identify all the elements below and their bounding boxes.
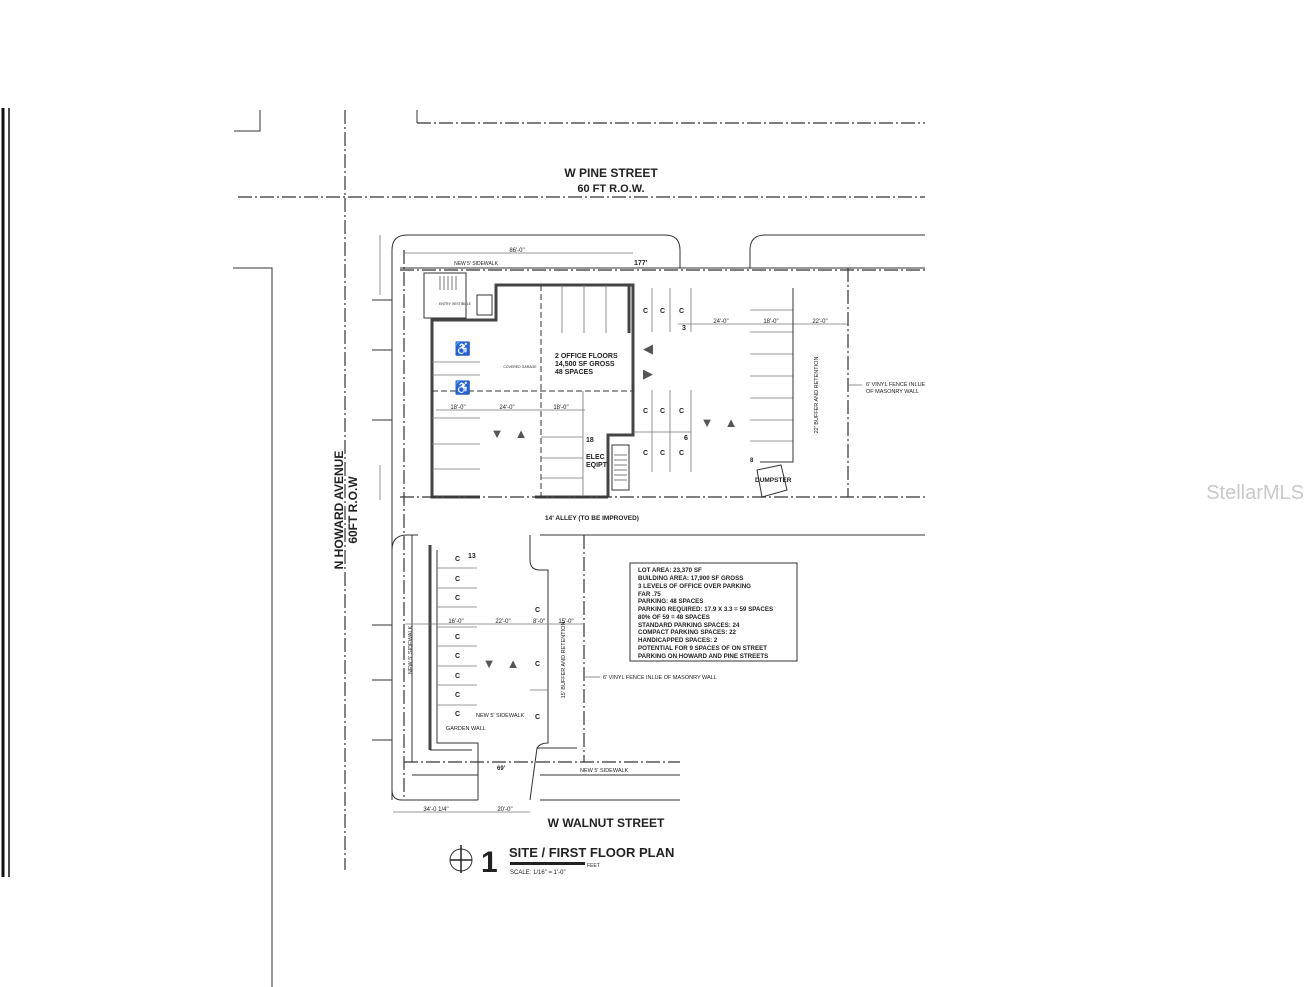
sidewalk-label-west: NEW 5' SIDEWALK: [408, 626, 414, 675]
count-18: 18: [586, 437, 594, 444]
elec-label-1: ELEC: [586, 454, 605, 461]
arrow-up-icon: ▲: [515, 426, 528, 441]
building-label-1: 2 OFFICE FLOORS: [555, 353, 618, 360]
buffer-label-south: 15' BUFFER AND RETENTION: [561, 622, 567, 699]
dim-l22: 22'-0": [495, 619, 510, 625]
handicap-icon: ♿: [455, 380, 471, 395]
compact-space: C: [455, 711, 460, 718]
site-data-line: LOT AREA: 23,370 SF: [638, 567, 702, 574]
street-row-west: 60FT R.O.W: [346, 476, 360, 544]
street-name-north: W PINE STREET: [564, 166, 658, 180]
buffer-label-east: 22' BUFFER AND RETENTION: [814, 357, 820, 434]
dim-86: 86'-0": [509, 248, 524, 254]
sidewalk-label-north: NEW 5' SIDEWALK: [454, 261, 498, 267]
sidewalk-label-south-inner: NEW 5' SIDEWALK: [476, 713, 525, 719]
compact-space: C: [455, 634, 460, 641]
elec-label-2: EQIPT: [586, 462, 608, 469]
count-3: 3: [682, 325, 686, 332]
compact-space: C: [679, 308, 684, 315]
sidewalk-label-south: NEW 5' SIDEWALK: [580, 768, 629, 774]
compact-space: C: [455, 576, 460, 583]
street-name-south: W WALNUT STREET: [548, 816, 665, 830]
compact-space: C: [455, 556, 460, 563]
fence-label-2: OF MASONRY WALL: [866, 389, 919, 395]
fence-label-1: 6' VINYL FENCE INLUE: [866, 382, 926, 388]
dim-b34: 34'-0 1/4": [423, 807, 448, 813]
count-6: 6: [684, 435, 688, 442]
building-label-2: 14,500 SF GROSS: [555, 361, 615, 368]
dim-r24: 24'-0": [713, 319, 728, 325]
arrow-right-icon: ▶: [643, 366, 653, 381]
arrow-up-icon: ▲: [507, 656, 520, 671]
building-label-3: 48 SPACES: [555, 369, 593, 376]
lobby-label: ENTRY VESTIBULE: [439, 302, 472, 306]
arrow-down-icon: ▼: [491, 426, 504, 441]
site-data-line: BUILDING AREA: 17,900 SF GROSS: [638, 575, 743, 582]
dim-177: 177': [634, 260, 648, 267]
compact-space: C: [679, 450, 684, 457]
drawing-number: 1: [481, 846, 498, 879]
south-parking: 13 C C C C C C C C C C C 16'-0" 22'-0" 8…: [405, 535, 717, 801]
dim-l8: 8'-0": [533, 619, 545, 625]
site-data-line: POTENTIAL FOR 9 SPACES OF ON STREET: [638, 645, 767, 652]
compact-space: C: [455, 653, 460, 660]
compact-space: C: [455, 595, 460, 602]
compact-space: C: [643, 308, 648, 315]
dim-b20: 20'-0": [497, 807, 512, 813]
compact-space: C: [535, 607, 540, 614]
dim-r18: 18'-0": [763, 319, 778, 325]
street-row-north: 60 FT R.O.W.: [577, 183, 644, 195]
site-data-line: COMPACT PARKING SPACES: 22: [638, 629, 737, 636]
arrow-left-icon: ◀: [643, 341, 653, 356]
scale-label: SCALE: 1/16" = 1'-0": [510, 870, 566, 876]
count-13: 13: [468, 553, 476, 560]
scale-unit: FEET: [587, 863, 600, 869]
arrow-down-icon: ▼: [483, 656, 496, 671]
dim-18b: 18'-0": [553, 405, 568, 411]
building-footprint: ENTRY VESTIBULE 18'-0" 24'-0" 18'-0" 2 O…: [423, 272, 635, 499]
site-data-line: PARKING REQUIRED: 17.9 X 3.3 = 59 SPACES: [638, 606, 773, 613]
arrow-down-icon: ▼: [701, 415, 714, 430]
site-data-line: PARKING ON HOWARD AND PINE STREETS: [638, 653, 768, 660]
compact-space: C: [535, 661, 540, 668]
compact-space: C: [679, 408, 684, 415]
dim-18a: 18'-0": [450, 405, 465, 411]
handicap-icon: ♿: [455, 341, 471, 356]
site-data-line: FAR .75: [638, 591, 661, 598]
compact-space: C: [535, 714, 540, 721]
site-data-line: HANDICAPPED SPACES: 2: [638, 637, 718, 644]
garden-wall-label: GARDEN WALL: [446, 726, 486, 732]
site-data-line: PARKING: 48 SPACES: [638, 598, 703, 605]
fence-label-south: 6' VINYL FENCE INLUE OF MASONRY WALL: [603, 675, 717, 681]
east-parking: C C C C C C C C C 3 6 8 24'-0" 18'-0" 22…: [627, 268, 926, 498]
covered-garage-label: COVERED GARAGE: [503, 365, 537, 369]
compact-space: C: [660, 450, 665, 457]
drawing-title: SITE / FIRST FLOOR PLAN: [509, 845, 674, 860]
dim-l16: 16'-0": [448, 619, 463, 625]
dim-24a: 24'-0": [499, 405, 514, 411]
compact-space: C: [455, 692, 460, 699]
arrow-up-icon: ▲: [725, 415, 738, 430]
site-data-line: 3 LEVELS OF OFFICE OVER PARKING: [638, 583, 751, 590]
dim-69: 69': [497, 766, 506, 772]
compact-space: C: [455, 673, 460, 680]
compact-space: C: [643, 408, 648, 415]
site-data-line: 80% OF 59 = 48 SPACES: [638, 614, 710, 621]
dim-r22: 22'-0": [812, 319, 827, 325]
site-data-box: LOT AREA: 23,370 SF BUILDING AREA: 17,90…: [629, 562, 798, 662]
compact-space: C: [660, 308, 665, 315]
watermark: StellarMLS: [1206, 482, 1304, 504]
compact-space: C: [643, 450, 648, 457]
site-data-line: STANDARD PARKING SPACES: 24: [638, 622, 740, 629]
street-name-west: N HOWARD AVENUE: [332, 451, 346, 570]
scale-bar: [510, 862, 585, 865]
dumpster-label: DUMPSTER: [755, 477, 792, 484]
dim-l15: 15'-0": [558, 619, 573, 625]
compact-space: C: [660, 408, 665, 415]
title-block: 1 SITE / FIRST FLOOR PLAN FEET SCALE: 1/…: [449, 845, 674, 879]
alley-label: 14' ALLEY (TO BE IMPROVED): [545, 515, 639, 522]
sheet-border: [1, 108, 925, 877]
count-8: 8: [750, 458, 754, 464]
